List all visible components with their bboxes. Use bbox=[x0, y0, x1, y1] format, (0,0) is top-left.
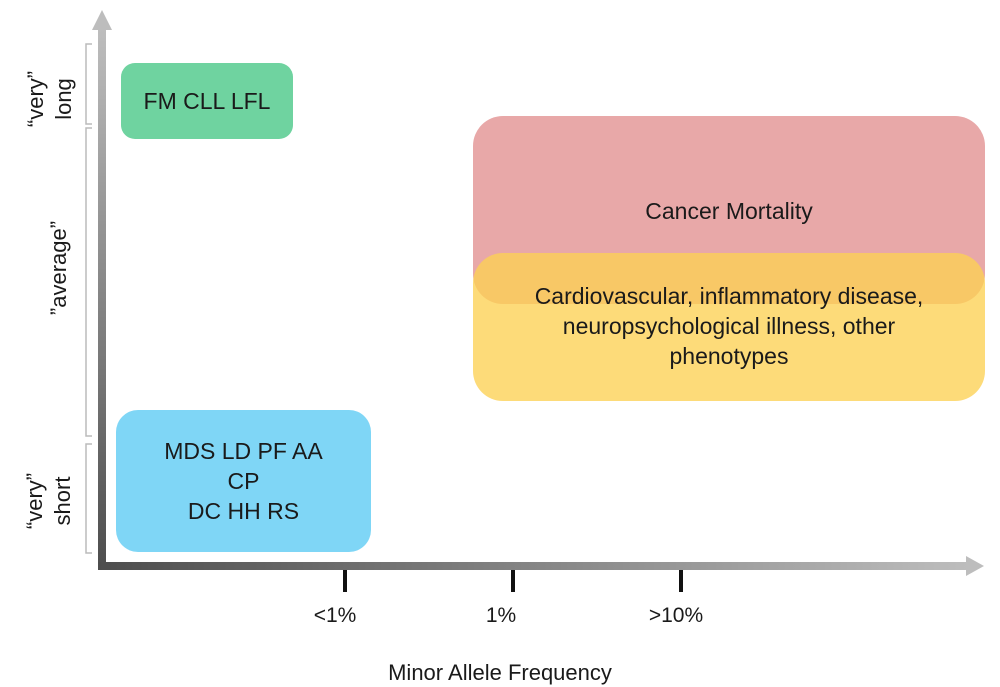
other-phenotypes-line-3: phenotypes bbox=[669, 343, 789, 369]
very-long-group-box: FM CLL LFL bbox=[121, 63, 293, 139]
bracket-very-short bbox=[85, 443, 92, 554]
cancer-mortality-label: Cancer Mortality bbox=[645, 198, 813, 224]
y-axis-line bbox=[98, 30, 106, 570]
very-long-group-label: FM CLL LFL bbox=[143, 88, 271, 114]
tick-mark-1 bbox=[343, 570, 347, 592]
x-tick-label-2: 1% bbox=[485, 604, 517, 627]
x-tick-label-1: <1% bbox=[313, 604, 357, 627]
bracket-very-long bbox=[85, 43, 92, 125]
very-short-group-line-2: CP bbox=[227, 468, 260, 494]
x-axis-title: Minor Allele Frequency bbox=[388, 660, 612, 685]
y-axis-arrow bbox=[92, 10, 112, 30]
tick-mark-3 bbox=[679, 570, 683, 592]
x-axis-arrow bbox=[966, 556, 984, 576]
y-label-very-short: “very” short bbox=[22, 472, 75, 530]
x-axis-line bbox=[98, 562, 968, 570]
other-phenotypes-box: Cardiovascular, inflammatory disease, ne… bbox=[473, 253, 985, 401]
other-phenotypes-line-1: Cardiovascular, inflammatory disease, bbox=[534, 283, 924, 309]
other-phenotypes-line-2: neuropsychological illness, other bbox=[562, 313, 896, 339]
very-short-group-box: MDS LD PF AA CP DC HH RS bbox=[116, 410, 371, 552]
y-label-very-long: “very” long bbox=[23, 70, 76, 128]
x-tick-label-3: >10% bbox=[648, 604, 704, 627]
bracket-average bbox=[85, 127, 92, 437]
very-short-group-line-3: DC HH RS bbox=[187, 498, 300, 524]
y-label-average: ”average” bbox=[46, 220, 71, 316]
tick-mark-2 bbox=[511, 570, 515, 592]
very-short-group-line-1: MDS LD PF AA bbox=[164, 438, 323, 464]
